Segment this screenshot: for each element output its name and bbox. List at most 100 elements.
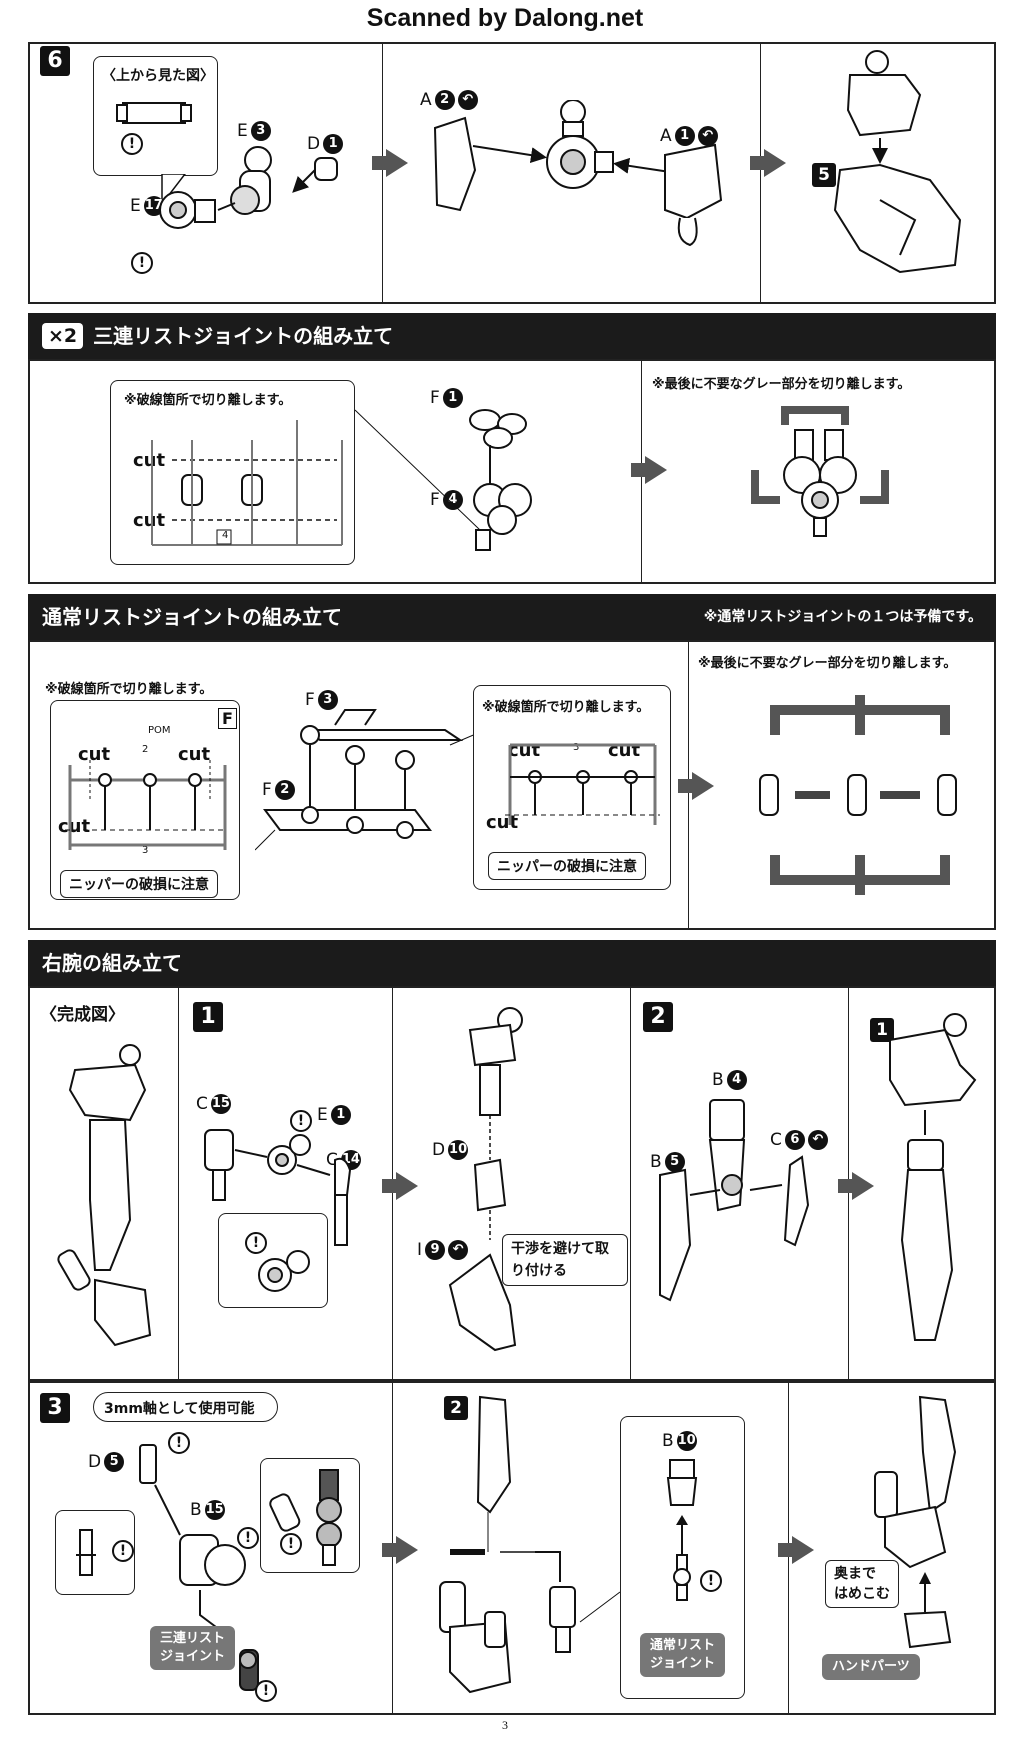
grey-removal-diagram bbox=[751, 406, 889, 537]
flow-arrow bbox=[382, 1172, 418, 1200]
cut-note-left: ※破線箇所で切り離します。 bbox=[45, 682, 213, 697]
caution-icon: ! bbox=[131, 252, 153, 274]
cut-label: cut bbox=[58, 816, 91, 837]
step2-parts bbox=[659, 1099, 810, 1302]
runner-diagram bbox=[151, 420, 343, 546]
caution-icon: ! bbox=[245, 1232, 267, 1254]
completed-view-label: 〈完成図〉 bbox=[40, 1005, 125, 1025]
step1-forearm-assembly bbox=[448, 1007, 523, 1352]
divider bbox=[760, 42, 761, 304]
step6-number: 6 bbox=[40, 46, 70, 76]
shaft-detail bbox=[76, 1529, 96, 1576]
divider bbox=[630, 986, 631, 1381]
flow-arrow bbox=[382, 1536, 418, 1564]
quantity-badge: ×2 bbox=[42, 322, 84, 349]
step2-sub1: 1 bbox=[870, 1018, 894, 1042]
step6-assembly bbox=[833, 50, 962, 274]
cut-note-box bbox=[110, 380, 355, 565]
caution-icon: ! bbox=[237, 1527, 259, 1549]
axis-note-box: 3mm軸として使用可能 bbox=[93, 1392, 278, 1422]
triple-joint-header: ×2 三連リストジョイントの組み立て bbox=[28, 313, 996, 359]
caution-icon: ! bbox=[121, 133, 143, 155]
normal-joint-tag: 通常リスト ジョイント bbox=[640, 1633, 726, 1677]
flow-arrow bbox=[778, 1536, 814, 1564]
step3-left-parts bbox=[139, 1444, 259, 1691]
hand-parts-tag: ハンドパーツ bbox=[822, 1654, 920, 1680]
runner-number: 3 bbox=[142, 845, 149, 856]
flow-arrow bbox=[838, 1172, 874, 1200]
normal-joint-runner-3d bbox=[255, 709, 475, 851]
section-title: 右腕の組み立て bbox=[42, 951, 182, 975]
runner-number: 3 bbox=[573, 742, 580, 753]
push-in-note: 奥まで はめこむ bbox=[825, 1560, 899, 1608]
cut-note: ※破線箇所で切り離します。 bbox=[124, 393, 292, 408]
caution-icon: ! bbox=[280, 1533, 302, 1555]
grey-note: ※最後に不要なグレー部分を切り離します。 bbox=[652, 377, 911, 392]
page-number: 3 bbox=[502, 1718, 508, 1732]
section-title: 三連リストジョイントの組み立て bbox=[93, 324, 394, 348]
watermark: Scanned by Dalong.net bbox=[366, 4, 644, 32]
step6-parts-middle bbox=[433, 100, 723, 247]
caution-icon: ! bbox=[112, 1540, 134, 1562]
avoid-interference-note: 干渉を避けて取り付ける bbox=[502, 1234, 628, 1286]
flow-arrow bbox=[678, 772, 714, 800]
pom-label: POM bbox=[148, 725, 171, 736]
step2-assembly bbox=[889, 1013, 977, 1341]
nipper-warning-right: ニッパーの破損に注意 bbox=[488, 852, 646, 880]
normal-runner-right bbox=[505, 743, 660, 825]
cut-note-right: ※破線箇所で切り離します。 bbox=[482, 700, 650, 715]
runner-box-left bbox=[50, 700, 240, 900]
step2-number: 2 bbox=[643, 1002, 673, 1032]
substep-5: 5 bbox=[812, 163, 836, 187]
triple-joint-tag: 三連リスト ジョイント bbox=[150, 1626, 236, 1670]
step6-parts-left bbox=[159, 146, 338, 229]
normal-joint-header: 通常リストジョイントの組み立て ※通常リストジョイントの１つは予備です。 bbox=[28, 594, 996, 640]
flow-arrow bbox=[631, 456, 667, 484]
top-view-part bbox=[116, 102, 192, 124]
flow-arrow bbox=[372, 149, 408, 177]
axis-note: 3mm軸として使用可能 bbox=[104, 1401, 255, 1417]
normal-grey-removal-diagram bbox=[759, 695, 957, 895]
step3-sub2: 2 bbox=[444, 1396, 468, 1420]
grey-note: ※最後に不要なグレー部分を切り離します。 bbox=[698, 656, 957, 671]
cut-label: cut bbox=[133, 510, 166, 531]
spare-note: ※通常リストジョイントの１つは予備です。 bbox=[703, 609, 982, 625]
joint-detail bbox=[258, 1250, 310, 1292]
cut-label: cut bbox=[178, 744, 211, 765]
caution-icon: ! bbox=[290, 1110, 312, 1132]
normal-runner-left bbox=[65, 760, 227, 850]
step1-parts bbox=[204, 1129, 352, 1246]
normal-joint-detail bbox=[666, 1459, 698, 1601]
caution-icon: ! bbox=[700, 1570, 722, 1592]
cut-label: cut bbox=[133, 450, 166, 471]
flow-arrow bbox=[750, 149, 786, 177]
nipper-warning-left: ニッパーの破損に注意 bbox=[60, 870, 218, 898]
right-arm-header: 右腕の組み立て bbox=[28, 940, 996, 986]
step1-number: 1 bbox=[193, 1002, 223, 1032]
caution-icon: ! bbox=[255, 1680, 277, 1702]
divider bbox=[178, 986, 179, 1381]
top-view-label: 〈上から見た図〉 bbox=[102, 68, 214, 84]
step3-right-assembly bbox=[874, 1395, 957, 1649]
runner-number: 2 bbox=[142, 744, 149, 755]
caution-icon: ! bbox=[168, 1432, 190, 1454]
